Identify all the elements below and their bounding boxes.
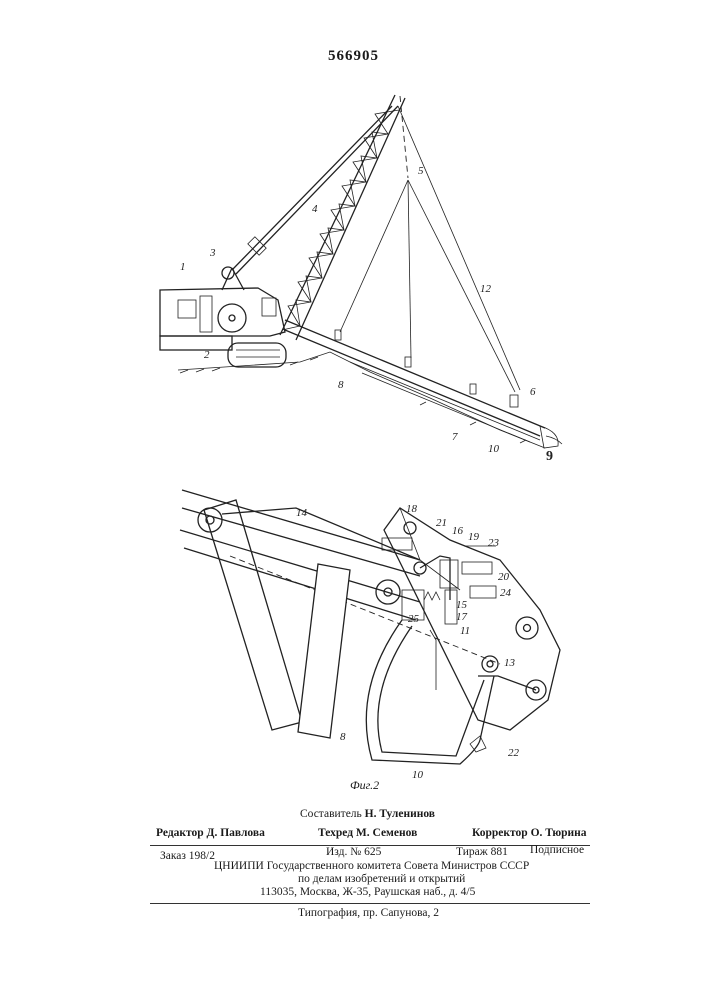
order-number: Заказ 198/2 (160, 850, 215, 862)
compiler-name: Н. Туленинов (365, 808, 435, 820)
figure-2-detail-drawing: 8 10 11 13 14 15 16 17 18 19 20 21 22 23… (0, 0, 707, 800)
edition-number: Изд. № 625 (326, 846, 381, 858)
printing-house: Типография, пр. Сапунова, 2 (298, 907, 439, 919)
compiler-line: Составитель Н. Туленинов (300, 808, 435, 820)
corrector-line: Корректор О. Тюрина (472, 827, 587, 839)
fig2-label-15: 15 (456, 599, 468, 611)
editor-label: Редактор (156, 827, 204, 839)
fig2-label-14: 14 (296, 507, 308, 519)
fig2-label-19: 19 (468, 531, 480, 543)
fig2-label-22: 22 (508, 747, 520, 759)
fig2-label-25: 25 (408, 613, 420, 625)
fig2-label-8: 8 (340, 731, 346, 743)
corrector-label: Корректор (472, 827, 528, 839)
techred-line: Техред М. Семенов (318, 827, 417, 839)
fig2-label-17: 17 (456, 611, 468, 623)
fig2-label-11: 11 (460, 625, 470, 637)
figure-caption: Фиг.2 (350, 778, 379, 793)
subscription: Подписное (530, 844, 584, 856)
divider-bottom (150, 903, 590, 904)
fig2-label-21: 21 (436, 517, 447, 529)
fig2-label-24: 24 (500, 587, 512, 599)
circulation: Тираж 881 (456, 846, 508, 858)
fig2-label-16: 16 (452, 525, 464, 537)
fig2-label-13: 13 (504, 657, 516, 669)
corrector-name: О. Тюрина (531, 827, 587, 839)
editor-name: Д. Павлова (207, 827, 265, 839)
editor-line: Редактор Д. Павлова (156, 827, 265, 839)
fig2-label-18: 18 (406, 503, 418, 515)
fig2-label-23: 23 (488, 537, 500, 549)
techred-label: Техред (318, 827, 353, 839)
techred-name: М. Семенов (356, 827, 417, 839)
org-line-3: 113035, Москва, Ж-35, Раушская наб., д. … (260, 886, 475, 898)
compiler-label: Составитель (300, 808, 362, 820)
fig2-label-10: 10 (412, 769, 424, 781)
fig2-label-20: 20 (498, 571, 510, 583)
org-line-2: по делам изобретений и открытий (298, 873, 465, 885)
org-line-1: ЦНИИПИ Государственного комитета Совета … (214, 860, 529, 872)
